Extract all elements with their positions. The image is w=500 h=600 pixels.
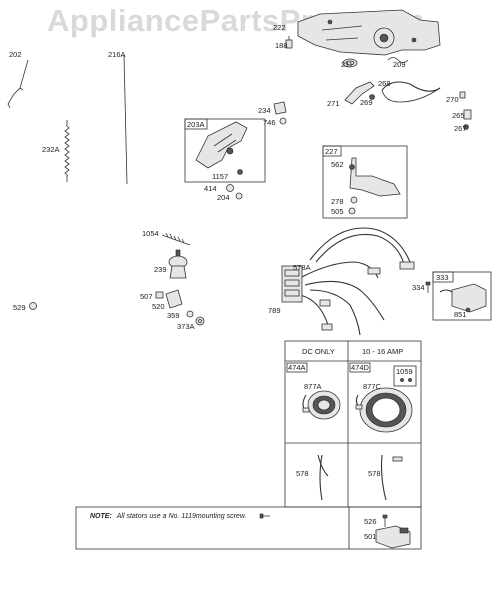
label-526: 526: [364, 517, 377, 526]
part-1054-screw: [161, 232, 191, 246]
part-270-clip: [459, 91, 466, 99]
label-202: 202: [9, 50, 22, 59]
label-520: 520: [152, 302, 165, 311]
header-dc-only: DC ONLY: [302, 347, 335, 356]
box-227: [322, 145, 408, 219]
label-271: 271: [327, 99, 340, 108]
part-234-clip: [273, 101, 287, 115]
label-373A: 373A: [177, 322, 195, 331]
part-507-clip: [155, 291, 164, 299]
label-507: 507: [140, 292, 153, 301]
label-529: 529: [13, 303, 26, 312]
label-578A: 578A: [293, 263, 311, 272]
label-501: 501: [364, 532, 377, 541]
part-1059-screws: [400, 378, 412, 382]
part-202-rod: [7, 59, 29, 109]
box-333: [432, 271, 492, 321]
label-203A: 203A: [187, 120, 205, 129]
label-578-amp: 578: [368, 469, 381, 478]
part-239-governor: [168, 249, 188, 279]
note-box: [75, 506, 422, 550]
label-234: 234: [258, 106, 271, 115]
part-789-connector: [281, 265, 303, 303]
label-204: 204: [217, 193, 230, 202]
part-877A-stator: [302, 390, 341, 420]
label-505: 505: [331, 207, 344, 216]
part-373A-washer: [195, 316, 205, 326]
part-211-spring: [342, 58, 358, 68]
part-529-nut: [29, 302, 37, 310]
label-270: 270: [446, 95, 459, 104]
part-746-screw: [279, 117, 287, 125]
part-271-lever: [344, 81, 375, 105]
label-474D: 474D: [351, 363, 370, 372]
label-216A: 216A: [108, 50, 126, 59]
label-1054: 1054: [142, 229, 159, 238]
label-268: 268: [378, 79, 391, 88]
part-578A-harness: [299, 227, 415, 336]
part-265-block: [463, 109, 472, 120]
part-414-nut: [226, 184, 234, 192]
label-227: 227: [325, 147, 338, 156]
part-526-screw: [382, 514, 388, 527]
label-789: 789: [268, 306, 281, 315]
header-10-16-amp: 10 - 16 AMP: [362, 347, 403, 356]
part-334-screw: [425, 281, 431, 293]
label-278: 278: [331, 197, 344, 206]
label-209: 209: [393, 60, 406, 69]
part-204-washer: [235, 192, 243, 200]
part-232A-spring: [64, 120, 70, 182]
label-222: 222: [273, 23, 286, 32]
label-851: 851: [454, 310, 467, 319]
label-359: 359: [167, 311, 180, 320]
part-267-screw: [463, 124, 469, 130]
label-578-dc: 578: [296, 469, 309, 478]
label-267: 267: [454, 124, 467, 133]
part-578-wire-dc: [317, 454, 329, 501]
label-333: 333: [436, 273, 449, 282]
part-501-regulator: [375, 525, 411, 549]
part-520-lever: [165, 289, 183, 309]
note-text: All stators use a No. 1119mounting screw…: [116, 513, 247, 520]
part-578-wire-amp: [380, 454, 403, 501]
note-label: NOTE:: [90, 513, 112, 520]
label-877A: 877A: [304, 382, 322, 391]
label-746: 746: [263, 118, 276, 127]
label-239: 239: [154, 265, 167, 274]
part-216A-rod: [123, 54, 128, 185]
part-1119-screw-icon: [259, 513, 270, 519]
part-269-screw: [369, 94, 375, 100]
note: NOTE: All stators use a No. 1119mounting…: [90, 513, 246, 520]
label-269: 269: [360, 98, 373, 107]
label-562: 562: [331, 160, 344, 169]
label-414: 414: [204, 184, 217, 193]
label-211: 211: [341, 60, 353, 69]
part-222-bracket: [297, 9, 441, 56]
part-209-spring: [387, 57, 409, 63]
label-474A: 474A: [288, 363, 306, 372]
box-203A: [184, 118, 266, 183]
label-877C: 877C: [363, 382, 382, 391]
part-359-nut: [186, 310, 194, 318]
part-877C-stator: [355, 387, 413, 433]
label-1157: 1157: [212, 172, 228, 181]
label-1059: 1059: [396, 367, 413, 376]
label-232A: 232A: [42, 145, 60, 154]
part-268-cable: [381, 81, 441, 103]
label-265: 265: [452, 111, 465, 120]
label-334: 334: [412, 283, 425, 292]
label-188: 188: [275, 41, 288, 50]
part-188-screw: [285, 36, 293, 49]
